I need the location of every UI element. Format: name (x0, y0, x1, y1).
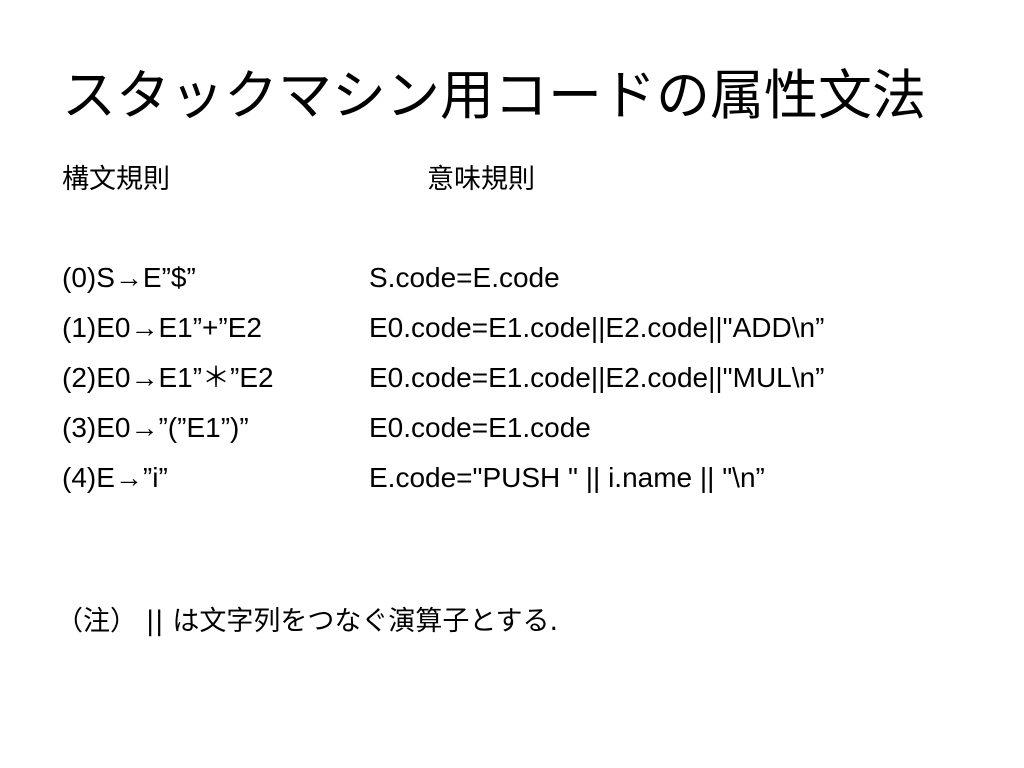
semantic-rule: E0.code=E1.code||E2.code||"MUL\n” (369, 362, 825, 393)
semantic-rules-header: 意味規則 (427, 164, 535, 195)
semantic-rule: S.code=E.code (369, 262, 560, 293)
rule-row-4: (4)E→”i” E.code="PUSH " || i.name || "\n… (62, 455, 1002, 505)
rules-table: (0)S→E”$” S.code=E.code (1)E0→E1”+”E2 E0… (62, 255, 1002, 505)
syntax-rule: (1)E0→E1”+”E2 (62, 312, 262, 343)
rule-row-2: (2)E0→E1”＊”E2 E0.code=E1.code||E2.code||… (62, 355, 1002, 405)
syntax-rule: (0)S→E”$” (62, 262, 196, 293)
slide-title: スタックマシン用コードの属性文法 (62, 64, 926, 127)
syntax-rule: (4)E→”i” (62, 462, 168, 493)
semantic-rule: E.code="PUSH " || i.name || "\n” (369, 462, 765, 493)
semantic-rule: E0.code=E1.code (369, 412, 591, 443)
rule-row-3: (3)E0→”(”E1”)” E0.code=E1.code (62, 405, 1002, 455)
syntax-rule: (3)E0→”(”E1”)” (62, 412, 249, 443)
semantic-rule: E0.code=E1.code||E2.code||"ADD\n” (369, 312, 825, 343)
syntax-rule: (2)E0→E1”＊”E2 (62, 362, 274, 393)
rule-row-0: (0)S→E”$” S.code=E.code (62, 255, 1002, 305)
syntax-rules-header: 構文規則 (62, 164, 170, 195)
rule-row-1: (1)E0→E1”+”E2 E0.code=E1.code||E2.code||… (62, 305, 1002, 355)
footnote: （注） || は文字列をつなぐ演算子とする. (56, 606, 559, 637)
